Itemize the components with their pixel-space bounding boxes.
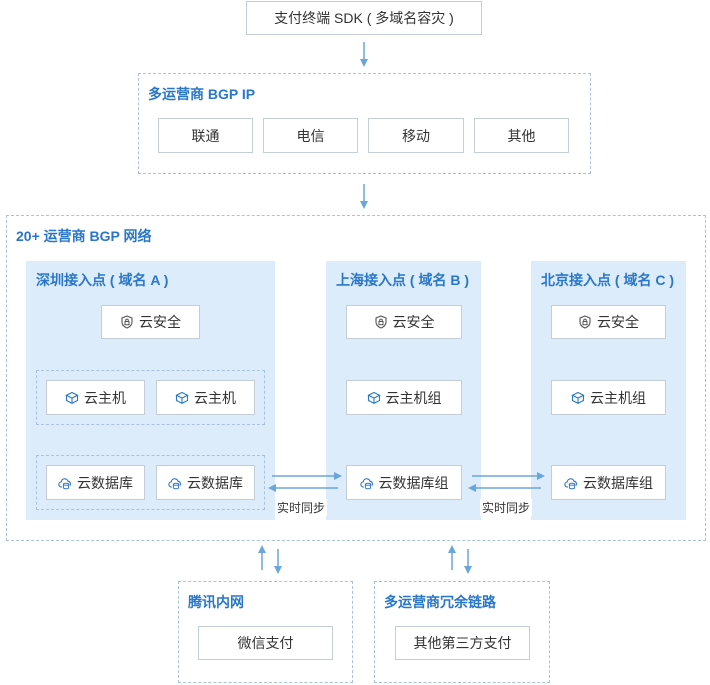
cloud-server-icon [366,391,381,404]
bgp-network-group [6,215,706,541]
third-party-pay: 其他第三方支付 [395,626,530,660]
cloud-database-icon [359,477,373,489]
site-beijing-title: 北京接入点 ( 域名 C ) [541,272,674,288]
site-shanghai-title: 上海接入点 ( 域名 B ) [336,272,469,288]
bgp-ip-title: 多运营商 BGP IP [148,86,256,102]
db-group-label: 云数据库组 [583,474,653,491]
security-label: 云安全 [392,314,435,330]
carrier-label: 电信 [296,127,325,144]
cloud-database-icon [564,477,577,489]
cloud-database-icon [58,477,71,489]
wechat-pay-label: 微信支付 [237,635,294,651]
sz-db-1: 云数据库 [46,465,145,500]
cloud-server-icon [65,391,79,404]
wechat-pay: 微信支付 [198,626,333,660]
bj-host-group: 云主机组 [551,380,666,415]
tencent-intranet-group [178,581,353,683]
carrier-telecom: 电信 [263,118,358,153]
host-label: 云主机 [194,389,236,406]
carrier-other: 其他 [474,118,569,153]
host-label: 云主机 [84,389,126,406]
bgp-ip-group [138,73,591,174]
sh-security: 云安全 [346,305,462,339]
db-group-label: 云数据库组 [378,474,449,491]
bgp-network-title: 20+ 运营商 BGP 网络 [16,228,152,244]
security-label: 云安全 [597,314,639,330]
shield-lock-icon [121,315,133,329]
carrier-mobile: 移动 [368,118,464,153]
sz-host-1: 云主机 [46,380,145,415]
cloud-server-icon [175,391,189,404]
shield-lock-icon [374,315,387,329]
sz-db-group [36,455,265,510]
site-shenzhen-title: 深圳接入点 ( 域名 A ) [36,272,169,288]
shield-lock-icon [579,315,591,329]
redundant-links-title: 多运营商冗余链路 [384,594,496,610]
third-party-pay-label: 其他第三方支付 [413,635,512,651]
redundant-links-group [374,581,550,683]
db-label: 云数据库 [77,474,133,491]
sync-label-sh-bj: 实时同步 [480,499,533,516]
carrier-unicom: 联通 [158,118,253,153]
cloud-server-icon [571,391,585,404]
host-group-label: 云主机组 [385,389,442,406]
sh-db-group: 云数据库组 [346,465,462,500]
db-label: 云数据库 [187,474,243,491]
sz-host-2: 云主机 [156,380,255,415]
sz-db-2: 云数据库 [156,465,255,500]
carrier-label: 其他 [507,127,536,144]
security-label: 云安全 [139,314,181,330]
sz-host-group [36,370,265,425]
bj-security: 云安全 [551,305,666,339]
sync-label-sz-sh: 实时同步 [275,499,328,516]
cloud-database-icon [168,477,181,489]
tencent-intranet-title: 腾讯内网 [188,594,244,610]
sdk-box: 支付终端 SDK ( 多域名容灾 ) [246,1,482,35]
sz-security: 云安全 [101,305,200,339]
carrier-label: 联通 [191,127,220,144]
host-group-label: 云主机组 [590,389,646,406]
bj-db-group: 云数据库组 [551,465,666,500]
sdk-label: 支付终端 SDK ( 多域名容灾 ) [274,10,454,26]
carrier-label: 移动 [402,127,430,144]
sh-host-group: 云主机组 [346,380,462,415]
